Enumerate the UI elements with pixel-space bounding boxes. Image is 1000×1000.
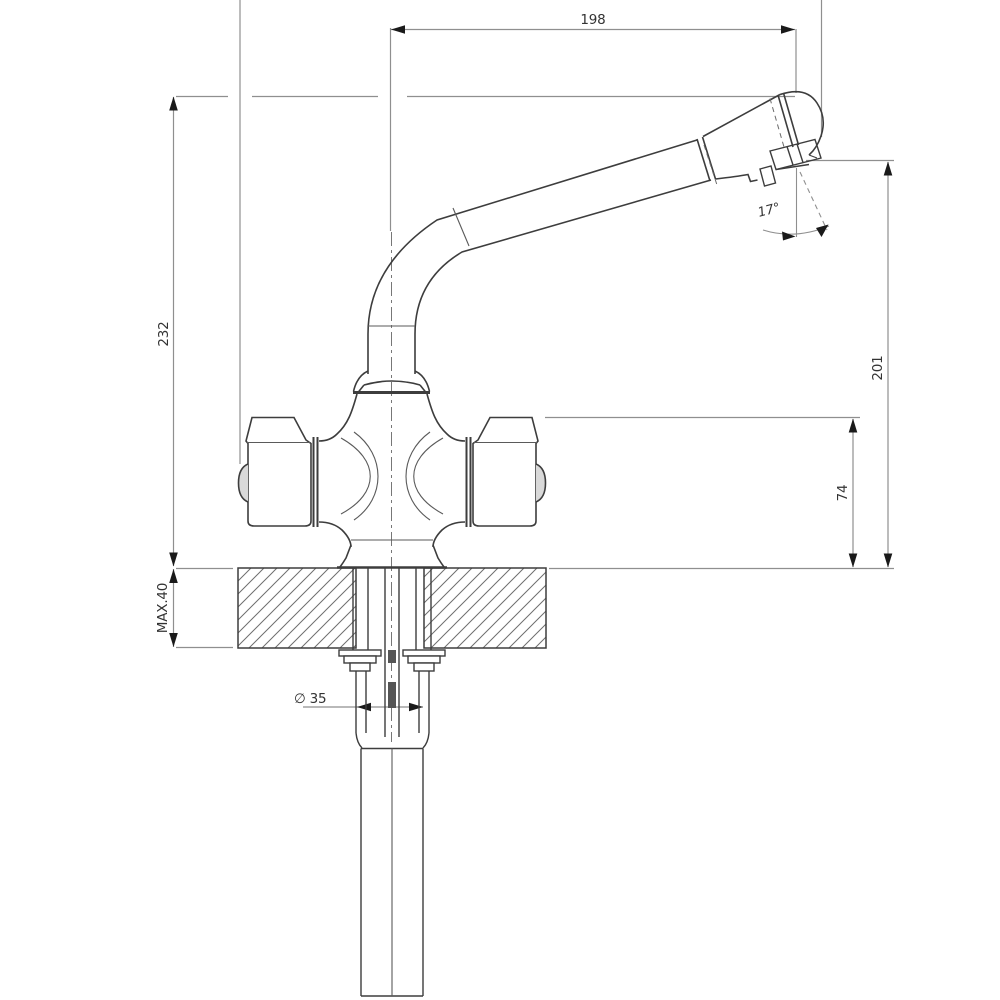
dim-198-label: 198 xyxy=(580,12,605,28)
dim-198: 198 xyxy=(391,12,795,34)
dim-201: 201 xyxy=(870,161,893,568)
valve-body xyxy=(312,380,472,569)
dim-dia35-label: ∅ 35 xyxy=(294,691,326,707)
dim-angle17: 17° xyxy=(756,168,830,241)
countertop xyxy=(237,567,547,649)
aerator xyxy=(759,138,822,187)
dim-74-label: 74 xyxy=(835,485,851,502)
dim-angle17-label: 17° xyxy=(756,200,782,220)
dim-max40-label: MAX.40 xyxy=(155,583,171,633)
dim-max40: MAX.40 xyxy=(155,569,178,647)
spout-head xyxy=(696,90,825,186)
dim-74: 74 xyxy=(835,418,858,568)
dim-201-label: 201 xyxy=(870,355,886,380)
extension-lines xyxy=(176,0,894,649)
dim-232-label: 232 xyxy=(156,321,172,346)
mounting-studs xyxy=(338,568,446,737)
right-handle xyxy=(472,416,547,527)
dim-232: 232 xyxy=(156,96,178,567)
dim-dia35: ∅ 35 xyxy=(294,691,423,712)
left-handle xyxy=(237,416,312,527)
spout xyxy=(352,139,712,394)
supply-hose xyxy=(355,732,430,997)
